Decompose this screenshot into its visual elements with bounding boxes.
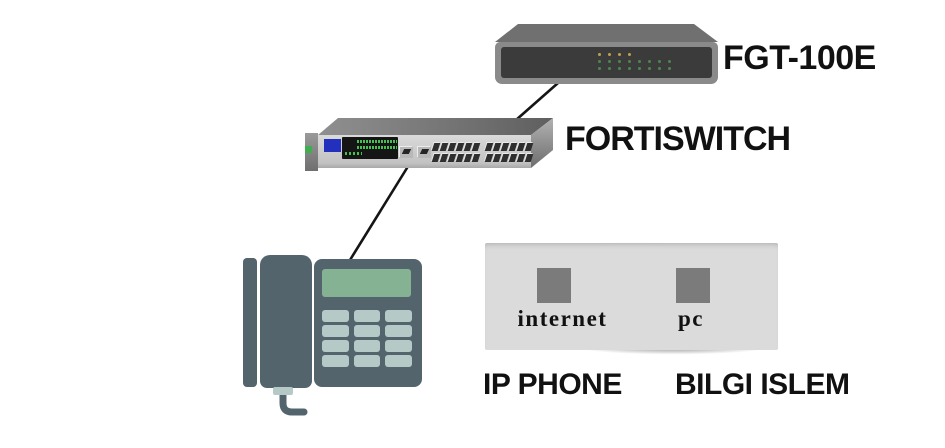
switch-sfp-port-2: [418, 147, 431, 158]
phone-screen: [322, 269, 411, 297]
fortigate-top-face: [495, 24, 718, 42]
switch-port-row-top: [431, 143, 534, 151]
phone-keypad: [322, 310, 412, 367]
internet-port-square: [537, 268, 571, 303]
phone-side-strip: [243, 258, 257, 387]
sfp-slot-icon: [401, 149, 412, 154]
connection-line-fgt-switch: [514, 81, 560, 122]
phone-cord: [279, 389, 308, 416]
sfp-slot-icon: [419, 149, 430, 154]
switch-port-grid: [431, 143, 534, 162]
phone-body: [314, 259, 422, 387]
fortigate-label: FGT-100E: [723, 39, 876, 77]
switch-sfp-port-1: [400, 147, 413, 158]
caption-bilgi-islem: BILGI ISLEM: [675, 368, 850, 401]
caption-ip-phone: IP PHONE: [483, 368, 622, 401]
switch-side-face: [531, 118, 553, 168]
switch-led-strip-bottom: [357, 146, 397, 149]
wall-plate: internet pc: [485, 243, 778, 350]
switch-port-row-bottom: [431, 154, 534, 162]
connection-line-switch-phone: [348, 166, 409, 262]
fortiswitch-label: FORTISWITCH: [565, 120, 791, 158]
switch-top-face: [318, 118, 553, 135]
pc-port-label: pc: [678, 306, 704, 331]
fgt-led-row-amber: [598, 53, 631, 56]
switch-led-strip-top: [357, 140, 397, 143]
switch-power-led: [305, 146, 312, 153]
fgt-led-row-green-bottom: [598, 67, 671, 70]
fortigate-front-panel: [501, 47, 712, 78]
pc-port-square: [676, 268, 710, 303]
fgt-led-row-green-top: [598, 60, 671, 63]
phone-cord-connector: [273, 387, 293, 395]
internet-port-label: internet: [517, 306, 608, 331]
phone-handset: [260, 255, 312, 388]
ip-phone-device: [243, 255, 428, 425]
switch-badge: [324, 139, 341, 152]
switch-led-panel: [342, 137, 398, 159]
switch-led-dots: [345, 152, 362, 155]
